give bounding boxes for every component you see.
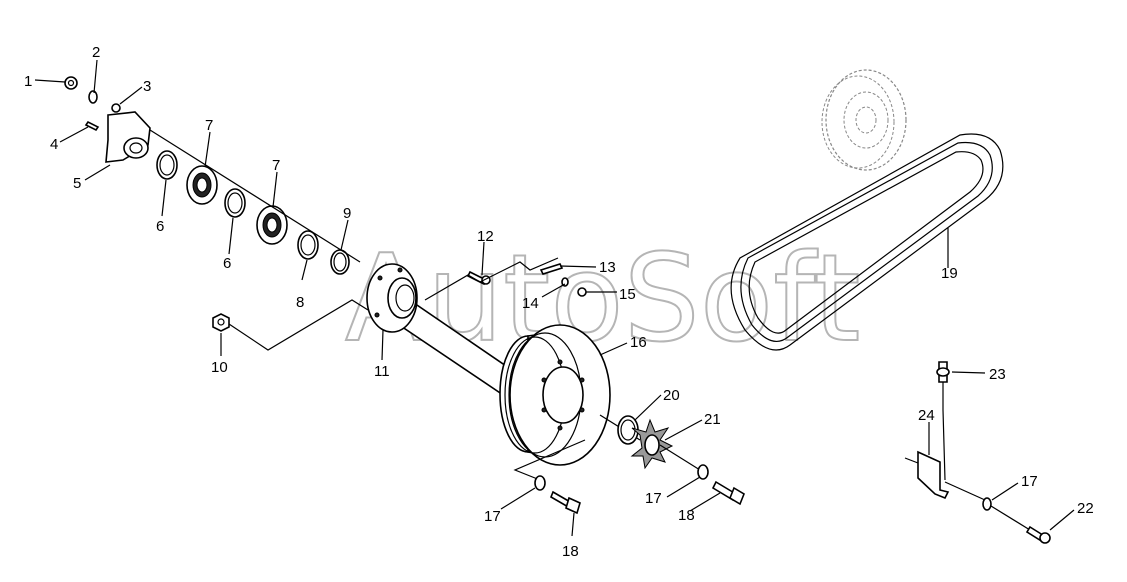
part-6-ring-a [156,150,178,180]
part-17-washer-c [982,497,992,511]
callout-6a: 6 [156,218,164,235]
part-18-bolt-b [711,480,745,506]
part-5-bracket [105,111,151,163]
part-1-nut [64,76,78,90]
callout-20: 20 [663,387,680,404]
callout-14: 14 [522,295,539,312]
callout-12: 12 [477,228,494,245]
callout-17a: 17 [484,508,501,525]
callout-1: 1 [24,73,32,90]
part-3-pin [111,103,121,113]
part-15-nut [577,287,587,297]
callout-22: 22 [1077,500,1094,517]
part-22-bolt [1025,525,1051,544]
callout-6b: 6 [223,255,231,272]
callout-16: 16 [630,334,647,351]
part-8-ring [297,230,319,260]
callout-24: 24 [918,407,935,424]
part-7-bearing-b [256,205,288,245]
part-17-washer-b [697,464,709,480]
part-7-bearing-a [186,165,218,205]
part-19-engine-pulley [821,69,907,171]
callout-18a: 18 [562,543,579,560]
callout-11: 11 [374,363,390,380]
part-19-belt [730,133,1004,351]
callout-17b: 17 [645,490,662,507]
part-4-key [84,120,100,132]
part-13-bolt [539,263,564,275]
part-24-bracket [917,450,950,500]
callouts: 1 2 3 4 5 6 7 7 6 8 9 10 11 12 13 14 15 … [24,44,1094,560]
part-23-stud [936,361,950,383]
callout-2: 2 [92,44,100,61]
callout-13: 13 [599,259,616,276]
callout-17c: 17 [1021,473,1038,490]
part-6-ring-b [224,188,246,218]
part-10-nut [212,313,230,332]
part-2-washer [88,90,98,104]
part-21-fan [630,418,674,470]
callout-21: 21 [704,411,721,428]
callout-8: 8 [296,294,304,311]
callout-19: 19 [941,265,958,282]
part-17-washer-a [534,475,546,491]
callout-3: 3 [143,78,151,95]
callout-7a: 7 [205,117,213,134]
callout-7b: 7 [272,157,280,174]
callout-15: 15 [619,286,636,303]
part-14-washer [561,277,569,287]
part-18-bolt-a [550,490,581,515]
callout-23: 23 [989,366,1006,383]
callout-4: 4 [50,136,58,153]
callout-18b: 18 [678,507,695,524]
callout-10: 10 [211,359,228,376]
callout-5: 5 [73,175,81,192]
part-16-pulley [499,324,611,466]
callout-9: 9 [343,205,351,222]
leader-lines [34,59,1075,537]
